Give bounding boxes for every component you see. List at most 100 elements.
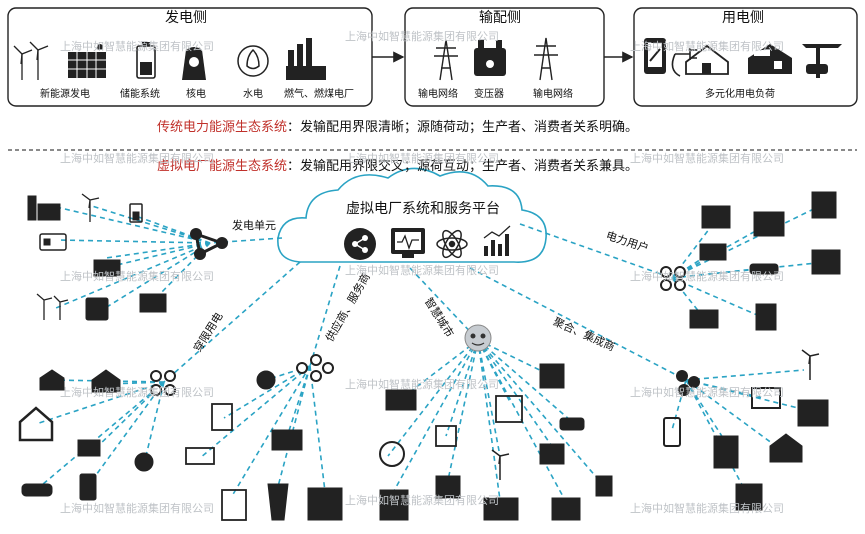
- trans-item-network-1: 输电网络: [418, 89, 458, 100]
- battery-icon: [129, 203, 143, 223]
- hydro-power-icon: [237, 45, 269, 77]
- traditional-ecosystem-line: 传统电力能源生态系统：发输配用界限清晰；源随荷动；生产者、消费者关系明确。: [157, 120, 639, 135]
- contract-icon: [211, 403, 233, 431]
- watermark: 上海中如智慧能源集团有限公司: [345, 152, 499, 165]
- smart-home-icon: [39, 369, 65, 391]
- ev-charging-icon: [802, 44, 842, 78]
- wind-turbine-icon: [491, 449, 510, 480]
- station-icon: [435, 475, 461, 499]
- solar-array-icon: [385, 389, 417, 411]
- consumption-title: 用电侧: [722, 10, 764, 26]
- light-tower-icon: [267, 483, 289, 521]
- transmission-tower-icon: [434, 39, 458, 81]
- consumption-box: [633, 7, 858, 107]
- transmission-network-icon: [534, 37, 558, 81]
- watermark: 上海中如智慧能源集团有限公司: [60, 270, 214, 283]
- apartment-icon: [811, 191, 837, 219]
- wind-turbine-icon: [36, 293, 69, 320]
- solar-panel-icon: [68, 44, 106, 78]
- car-icon: [559, 417, 585, 431]
- gen-item-renewable: 新能源发电: [40, 89, 90, 100]
- cpu-icon: [735, 483, 763, 511]
- watermark: 上海中如智慧能源集团有限公司: [60, 502, 214, 515]
- house-icon: [769, 433, 803, 463]
- school-icon: [539, 443, 565, 465]
- watermark: 上海中如智慧能源集团有限公司: [345, 264, 499, 277]
- gen-item-hydro: 水电: [243, 89, 263, 100]
- watermark: 上海中如智慧能源集团有限公司: [60, 386, 214, 399]
- laptop-icon: [185, 447, 215, 465]
- charger-icon: [85, 297, 109, 321]
- battery-icon: [663, 417, 681, 447]
- generation-title: 发电侧: [165, 10, 207, 26]
- house-icon: [685, 44, 729, 75]
- gen-item-storage: 储能系统: [120, 89, 160, 100]
- supplier-hub: [296, 354, 334, 382]
- village-icon: [483, 497, 519, 521]
- watermark: 上海中如智慧能源集团有限公司: [60, 152, 214, 165]
- monitor-icon: [751, 387, 781, 409]
- gen-item-nuclear: 核电: [186, 89, 206, 100]
- solar-house-icon: [748, 44, 792, 74]
- watermark: 上海中如智慧能源集团有限公司: [345, 30, 499, 43]
- virtual-ecosystem-text: ：发输配用界限交叉；源荷互动；生产者、消费者关系兼具。: [287, 159, 639, 174]
- wind-turbine-icon: [801, 349, 820, 380]
- phone-icon: [79, 473, 97, 501]
- transmission-title: 输配侧: [479, 10, 521, 26]
- office-building-icon: [753, 211, 785, 237]
- tower-building-icon: [755, 303, 777, 331]
- watermark: 上海中如智慧能源集团有限公司: [345, 378, 499, 391]
- trans-item-transformer: 变压器: [474, 89, 504, 100]
- watermark: 上海中如智慧能源集团有限公司: [630, 270, 784, 283]
- traditional-ecosystem-text: ：发输配用界限清晰；源随荷动；生产者、消费者关系明确。: [287, 120, 639, 135]
- warehouse-icon: [689, 309, 719, 329]
- bulb-icon: [134, 452, 154, 472]
- street-light-icon: [435, 425, 457, 447]
- robot-hub-icon: [464, 324, 492, 352]
- aggregator-hub: [676, 370, 700, 396]
- business-people-icon: [307, 487, 343, 521]
- ferris-wheel-icon: [379, 441, 405, 467]
- plug-icon: [671, 48, 697, 77]
- watermark: 上海中如智慧能源集团有限公司: [630, 502, 784, 515]
- monitor-icon: [391, 228, 425, 258]
- storage-battery-icon: [39, 233, 67, 251]
- factory-icon: [27, 195, 61, 221]
- cons-item-loads: 多元化用电负荷: [705, 89, 775, 100]
- city-icon: [495, 395, 523, 423]
- leaf-icons: [18, 191, 841, 521]
- solar-panel-icon: [139, 293, 167, 313]
- ev-charger-icon: [77, 439, 101, 457]
- electric-car-icon: [21, 483, 53, 497]
- virtual-ecosystem-line: 虚拟电厂能源生态系统：发输配用界限交叉；源荷互动；生产者、消费者关系兼具。: [157, 159, 639, 174]
- gen-item-thermal: 燃气、燃煤电厂: [284, 89, 354, 100]
- power-user-hub: [660, 266, 686, 291]
- car-icon: [749, 263, 779, 275]
- gen-unit-hub: [190, 228, 228, 260]
- pylon-icon: [595, 475, 613, 497]
- platform-title: 虚拟电厂系统和服务平台: [346, 201, 500, 217]
- edge-label-gen-units: 发电单元: [232, 219, 276, 232]
- watermark: 上海中如智慧能源集团有限公司: [630, 152, 784, 165]
- hospital-icon: [539, 363, 565, 389]
- plant-icon: [551, 497, 581, 521]
- office-building-icon: [797, 399, 829, 427]
- house-icon: [18, 406, 54, 442]
- solar-house-icon: [91, 369, 121, 393]
- watermark: 上海中如智慧能源集团有限公司: [630, 40, 784, 53]
- factory-icon: [699, 243, 727, 261]
- handshake-icon: [256, 370, 276, 390]
- thermal-plant-icon: [286, 38, 326, 80]
- fuel-charger-icon: [713, 435, 739, 469]
- atom-icon: [436, 229, 468, 259]
- solar-panel-icon: [93, 259, 121, 277]
- building-icon: [701, 205, 731, 229]
- share-icon: [344, 228, 376, 260]
- watermark: 上海中如智慧能源集团有限公司: [630, 386, 784, 399]
- prosumer-hub: [150, 370, 176, 396]
- skyscraper-icon: [379, 489, 409, 521]
- phone-device-icon: [644, 38, 666, 74]
- traditional-ecosystem-label: 传统电力能源生态系统: [157, 120, 288, 135]
